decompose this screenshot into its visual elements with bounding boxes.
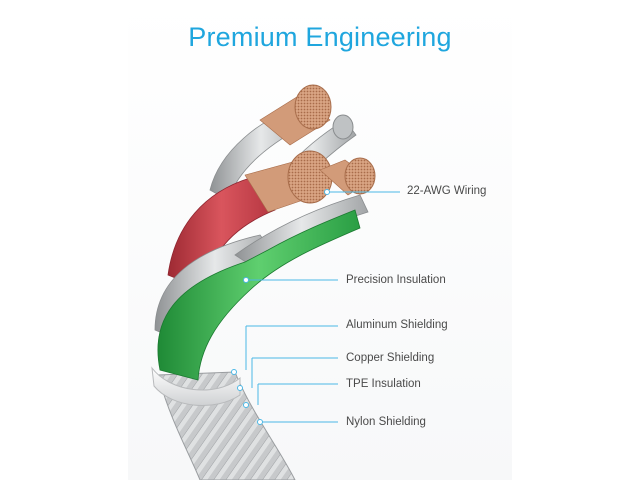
green-wire (157, 209, 361, 381)
copper-conductor (332, 114, 354, 140)
callout-precision-insulation: Precision Insulation (346, 274, 446, 286)
callout-nylon-shielding: Nylon Shielding (346, 416, 426, 428)
callout-copper-shielding: Copper Shielding (346, 352, 435, 364)
leader-lines (245, 191, 400, 423)
callout-22-awg-wiring: 22-AWG Wiring (407, 185, 487, 197)
copper-conductor (244, 150, 333, 213)
copper-conductor (259, 84, 332, 146)
tpe-ring (151, 366, 241, 406)
callout-tpe-insulation: TPE Insulation (346, 378, 421, 390)
callout-aluminum-shielding: Aluminum Shielding (346, 319, 448, 331)
page-title: Premium Engineering (188, 22, 452, 52)
copper-conductor (319, 157, 376, 196)
